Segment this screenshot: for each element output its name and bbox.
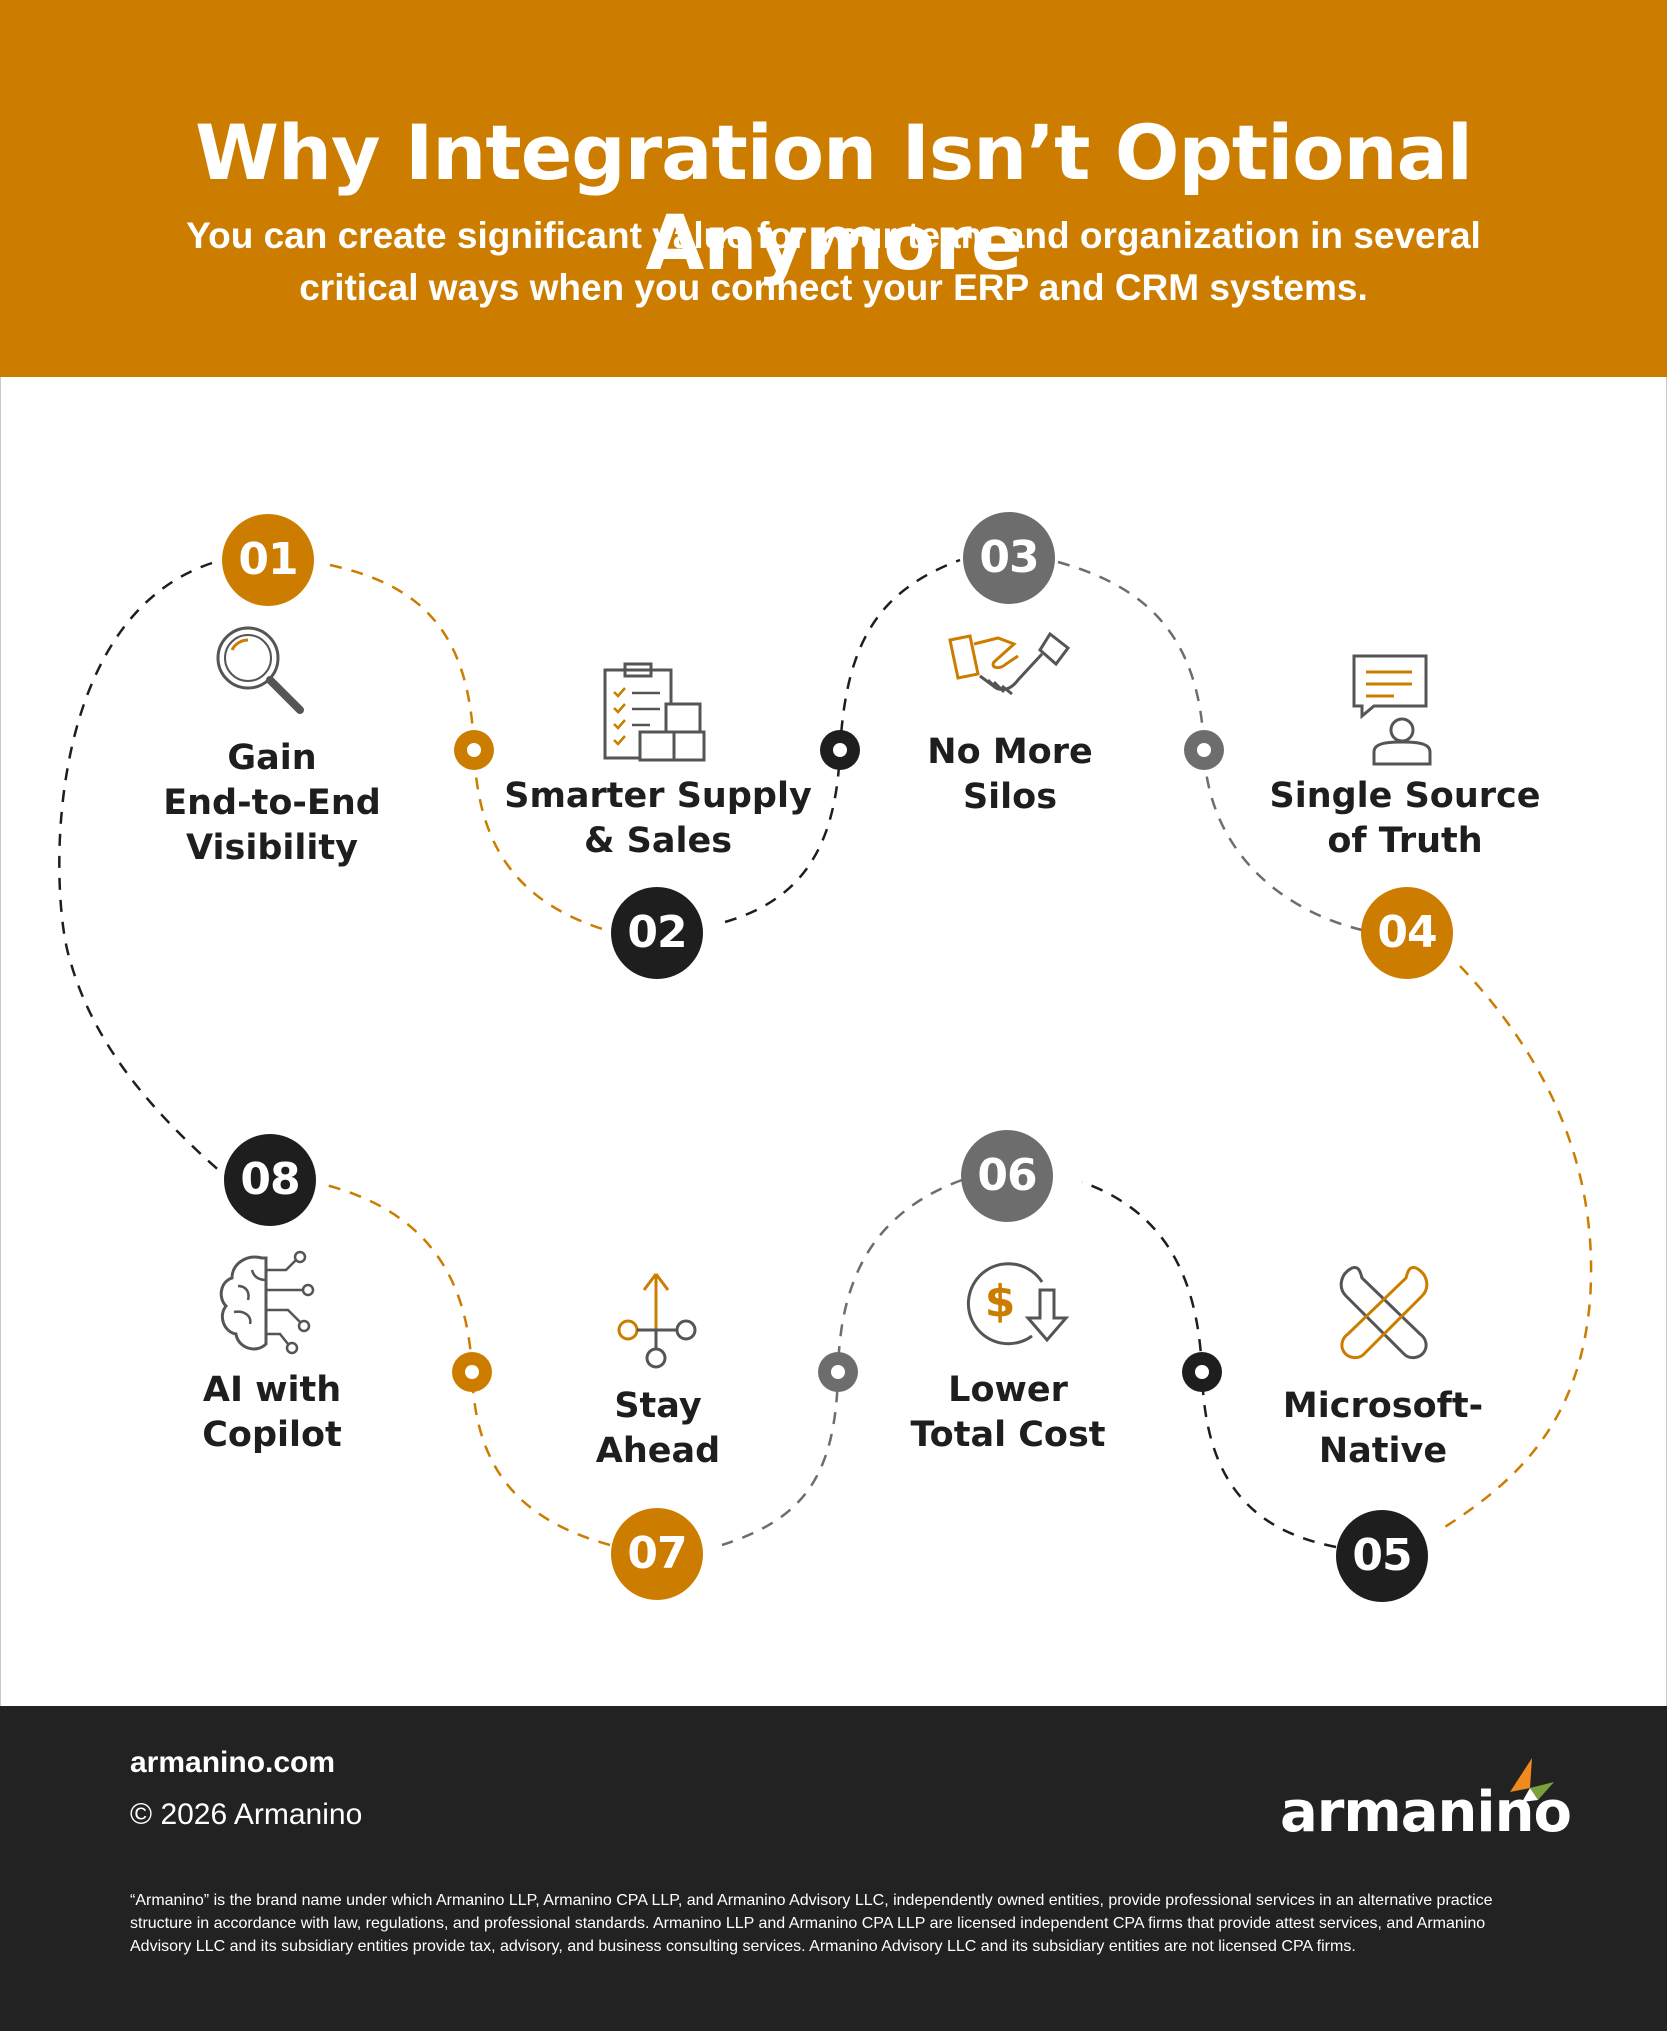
path-dot: [454, 730, 494, 770]
path-segment: [329, 563, 613, 934]
copyright-text: © 2026 Armanino: [130, 1798, 363, 1831]
path-dot: [818, 1352, 858, 1392]
step-label-line: Stay: [614, 1386, 702, 1426]
path-dot: [1184, 730, 1224, 770]
step-label-line: Visibility: [186, 828, 358, 868]
step-label-line: No More: [927, 732, 1093, 772]
armanino-logo: armanino: [1280, 1758, 1572, 1846]
step-label-line: AI with: [202, 1370, 342, 1410]
brain-circuit-icon: [219, 1250, 315, 1355]
svg-text:$: $: [985, 1276, 1016, 1327]
page-subtitle: You can create significant value for you…: [186, 215, 1481, 308]
person-speech-bubble-icon: [1352, 654, 1432, 766]
dollar-down-arrow-icon: $: [966, 1262, 1070, 1346]
step-label-line: Microsoft-: [1282, 1386, 1484, 1426]
path-segment: [1057, 560, 1363, 932]
page-title: Why Integration Isn’t Optional Anymore: [195, 108, 1473, 287]
step-label-line: End-to-End: [163, 783, 381, 823]
step-label-line: Copilot: [202, 1415, 342, 1455]
step-badge-02: 02: [611, 887, 703, 979]
step-label-line: Smarter Supply: [504, 776, 812, 816]
step-label-line: Lower: [948, 1370, 1068, 1410]
step-label-02: Smarter Supply & Sales: [504, 774, 812, 864]
step-label-line: Single Source: [1269, 776, 1541, 816]
wrench-tools-icon: [1339, 1266, 1429, 1360]
step-label-05: Microsoft- Native: [1283, 1384, 1483, 1474]
path-segment: [58, 561, 231, 1181]
path-dot: [452, 1352, 492, 1392]
path-dot: [1182, 1352, 1222, 1392]
step-label-08: AI with Copilot: [202, 1368, 342, 1458]
clipboard-inventory-icon: [603, 662, 706, 762]
website-link[interactable]: armanino.com: [130, 1746, 336, 1779]
step-label-line: of Truth: [1327, 821, 1483, 861]
step-badge-07: 07: [611, 1508, 703, 1600]
step-label-07: Stay Ahead: [596, 1384, 720, 1474]
step-badge-04: 04: [1361, 887, 1453, 979]
logo-mark-icon: [1510, 1758, 1554, 1802]
step-label-03: No More Silos: [927, 730, 1092, 820]
logo-wordmark: armanino: [1280, 1780, 1572, 1845]
header-banner: Why Integration Isn’t Optional Anymore Y…: [0, 0, 1667, 377]
path-dot: [820, 730, 860, 770]
step-badge-01: 01: [222, 514, 314, 606]
magnifying-glass-icon: [216, 626, 304, 714]
step-label-06: Lower Total Cost: [910, 1368, 1105, 1458]
footer: armanino.com © 2026 Armanino armanino “A…: [0, 1706, 1667, 2031]
step-label-line: Total Cost: [910, 1415, 1106, 1455]
step-badge-05: 05: [1336, 1510, 1428, 1602]
step-label-line: Silos: [962, 777, 1058, 817]
step-label-line: Ahead: [595, 1431, 721, 1471]
step-badge-06: 06: [961, 1130, 1053, 1222]
step-label-01: Gain End-to-End Visibility: [163, 736, 381, 871]
step-label-line: & Sales: [583, 821, 733, 861]
step-label-line: Gain: [227, 738, 317, 778]
step-label-line: Native: [1318, 1431, 1448, 1471]
handshake-icon: [948, 631, 1071, 696]
step-badge-08: 08: [224, 1134, 316, 1226]
legal-disclaimer: “Armanino” is the brand name under which…: [130, 1892, 1493, 1955]
step-label-04: Single Source of Truth: [1269, 774, 1540, 864]
branching-arrow-icon: [617, 1273, 697, 1369]
step-badge-03: 03: [963, 512, 1055, 604]
